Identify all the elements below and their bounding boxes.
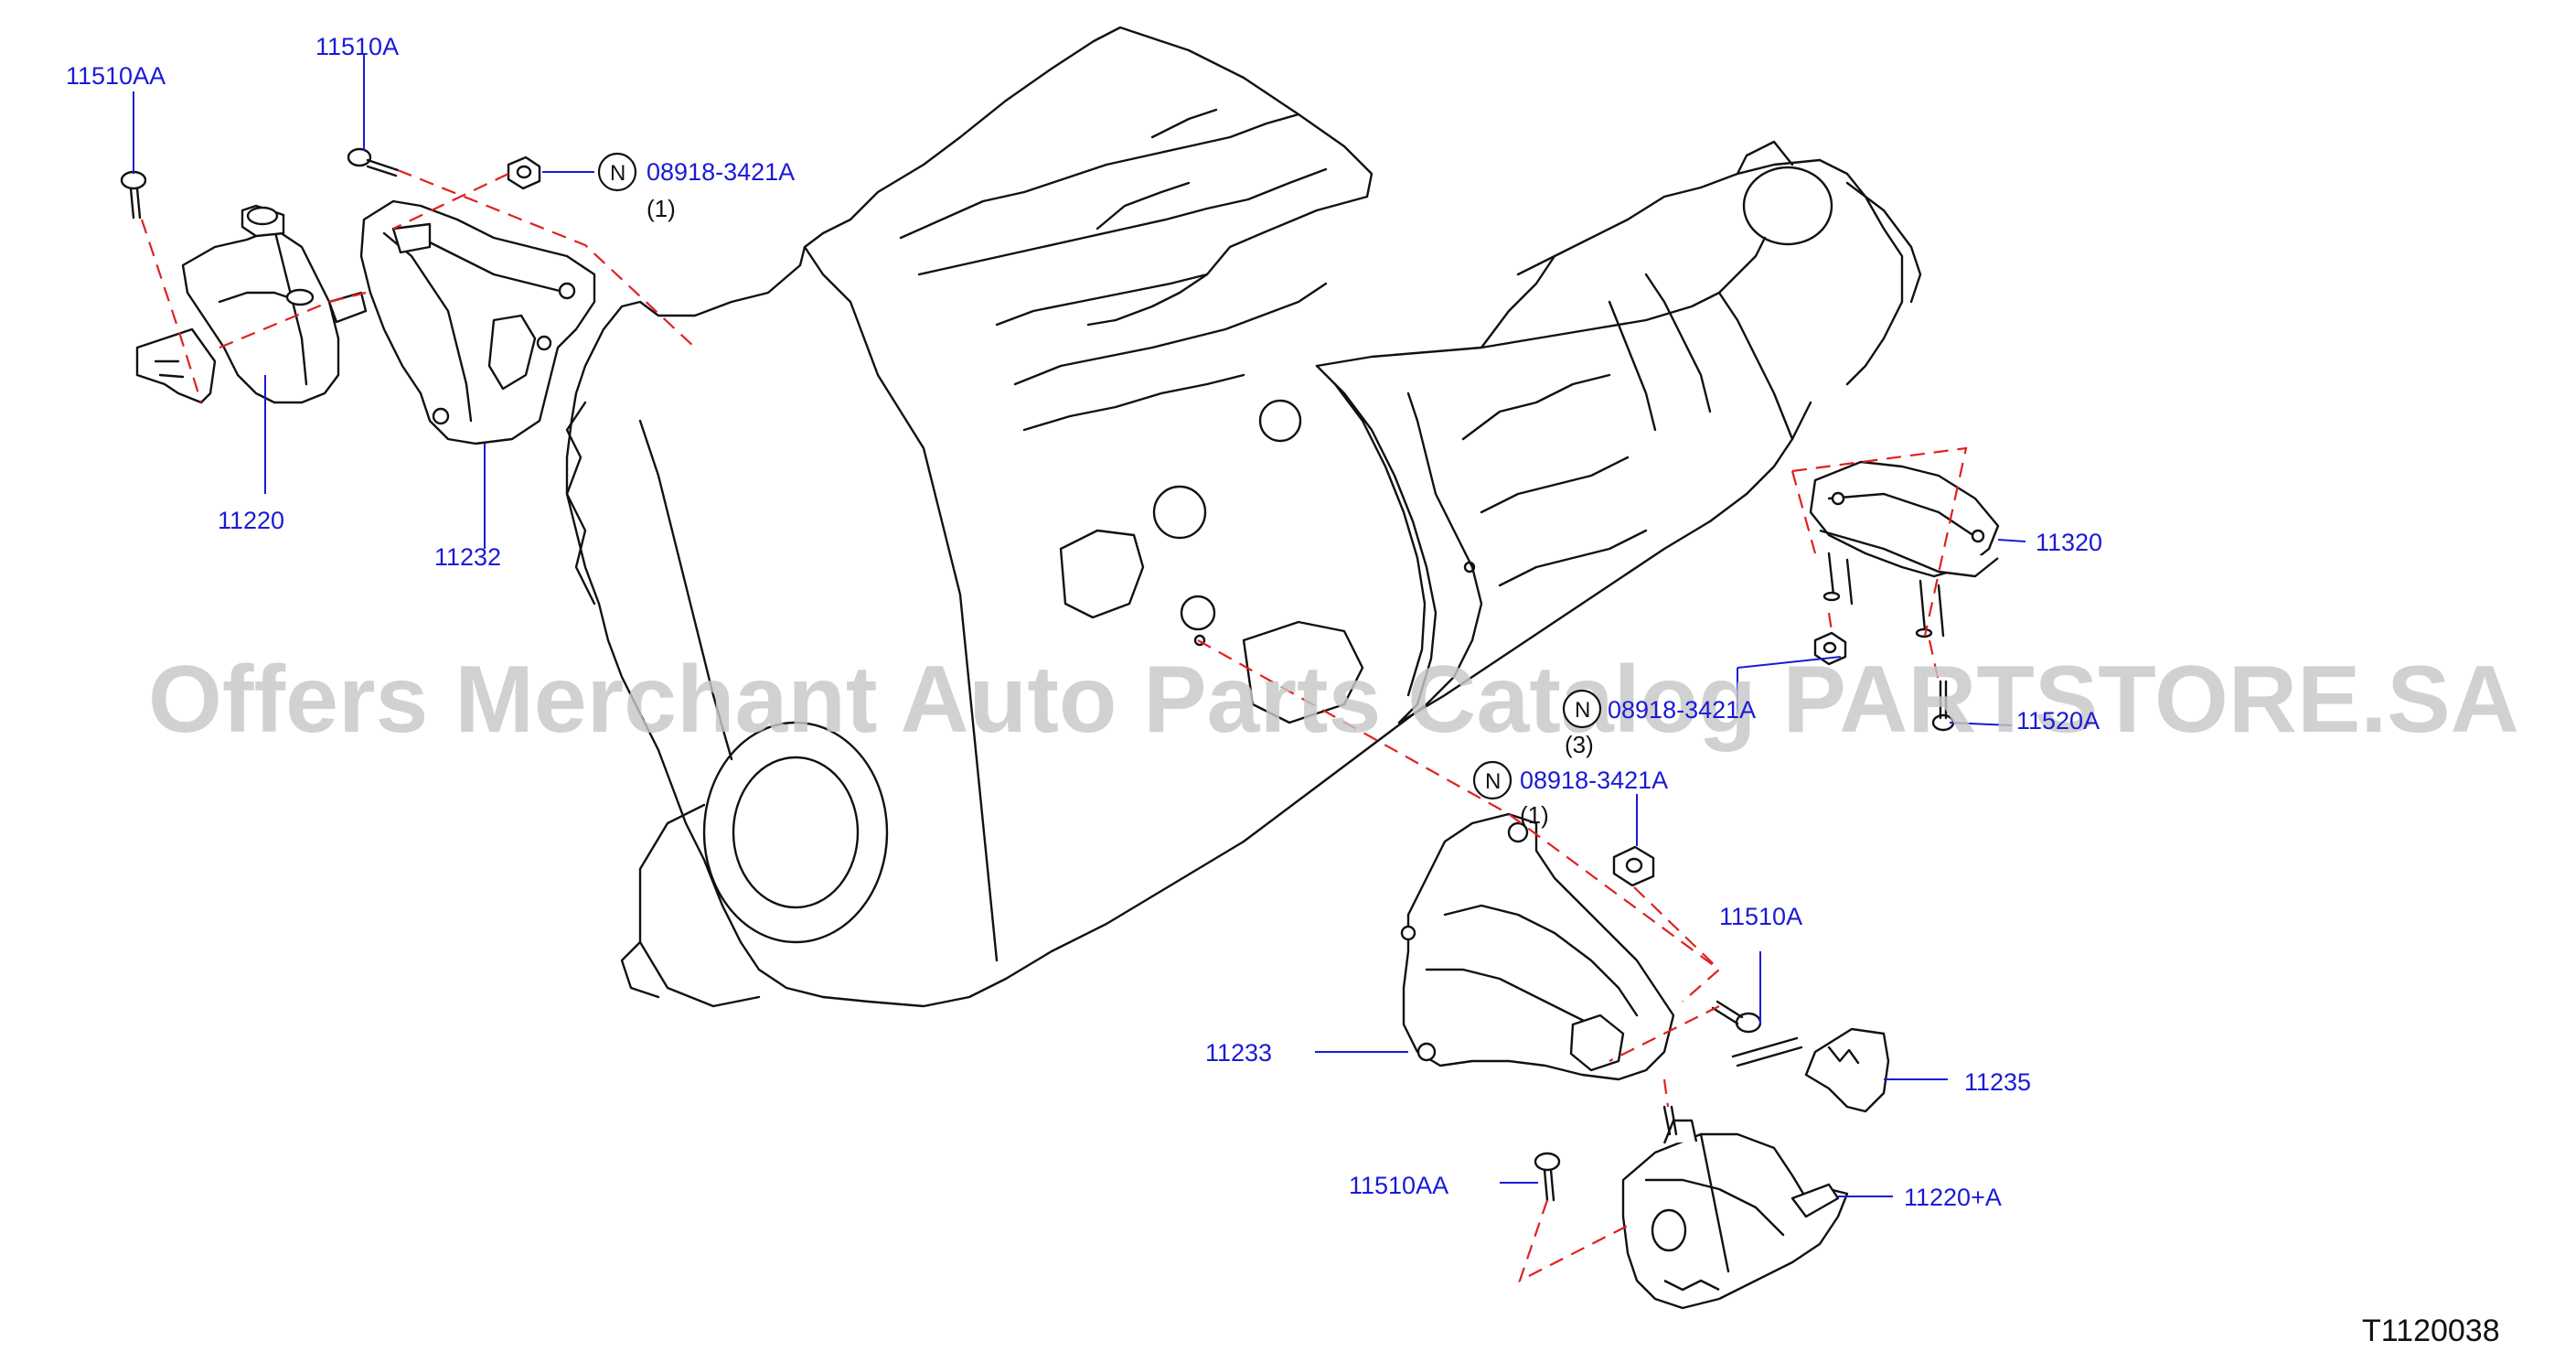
- callout-11220[interactable]: 11220: [218, 507, 284, 534]
- heat-shield: [1731, 1027, 1890, 1113]
- bolt-11510aa-low: [1534, 1152, 1561, 1202]
- note-marker-letter: N: [1485, 769, 1501, 794]
- engine-mount-insulator-front-left: [135, 204, 368, 404]
- diagram-code: T1120038: [2362, 1314, 2500, 1348]
- callout-11520a[interactable]: 11520A: [2016, 707, 2100, 735]
- bolt-11510aa-top: [120, 170, 147, 220]
- nut-top: [507, 156, 541, 190]
- callout-08918-low-qty: (1): [1520, 801, 1549, 829]
- note-marker-mid: N: [1562, 689, 1602, 729]
- callout-08918-mid[interactable]: 08918-3421A: [1608, 696, 1756, 724]
- rear-mount-insulator: [1809, 460, 2000, 638]
- callout-11233[interactable]: 11233: [1205, 1039, 1272, 1067]
- callout-08918-top-qty: (1): [647, 195, 676, 222]
- engine-mount-insulator-front-right: [1621, 1119, 1849, 1310]
- stud-11235: [1662, 1105, 1678, 1136]
- callout-08918-top[interactable]: 08918-3421A: [647, 158, 795, 186]
- callout-11232[interactable]: 11232: [434, 543, 501, 571]
- note-marker-low: N: [1472, 760, 1512, 800]
- note-marker-top: N: [597, 152, 637, 192]
- callout-11220a[interactable]: 11220+A: [1904, 1184, 2002, 1211]
- transmission-drawing: [1193, 140, 1922, 724]
- callout-11320[interactable]: 11320: [2036, 529, 2102, 556]
- note-marker-letter: N: [610, 161, 625, 186]
- callout-08918-mid-qty: (3): [1565, 731, 1594, 758]
- callout-11235[interactable]: 11235: [1964, 1068, 2031, 1096]
- callout-11510a-low[interactable]: 11510A: [1719, 903, 1802, 930]
- callout-11510aa-low[interactable]: 11510AA: [1349, 1172, 1448, 1199]
- nut-low: [1612, 845, 1655, 887]
- callout-11510a-top[interactable]: 11510A: [315, 33, 399, 60]
- callout-08918-low[interactable]: 08918-3421A: [1520, 767, 1668, 794]
- assembly-lines: [140, 168, 1968, 1283]
- leader-lines: [133, 55, 2026, 1197]
- watermark: Offers Merchant Auto Parts Catalog PARTS…: [148, 647, 2519, 753]
- engine-drawing: [565, 26, 1483, 1008]
- bolt-11510a-low: [1711, 1000, 1762, 1034]
- callout-11510aa-top[interactable]: 11510AA: [66, 62, 166, 90]
- engine-mount-bracket-front-right: [1400, 812, 1675, 1081]
- bolt-11510a-top: [347, 147, 400, 177]
- engine-mount-bracket-front-left: [359, 199, 596, 445]
- note-marker-letter: N: [1575, 698, 1590, 723]
